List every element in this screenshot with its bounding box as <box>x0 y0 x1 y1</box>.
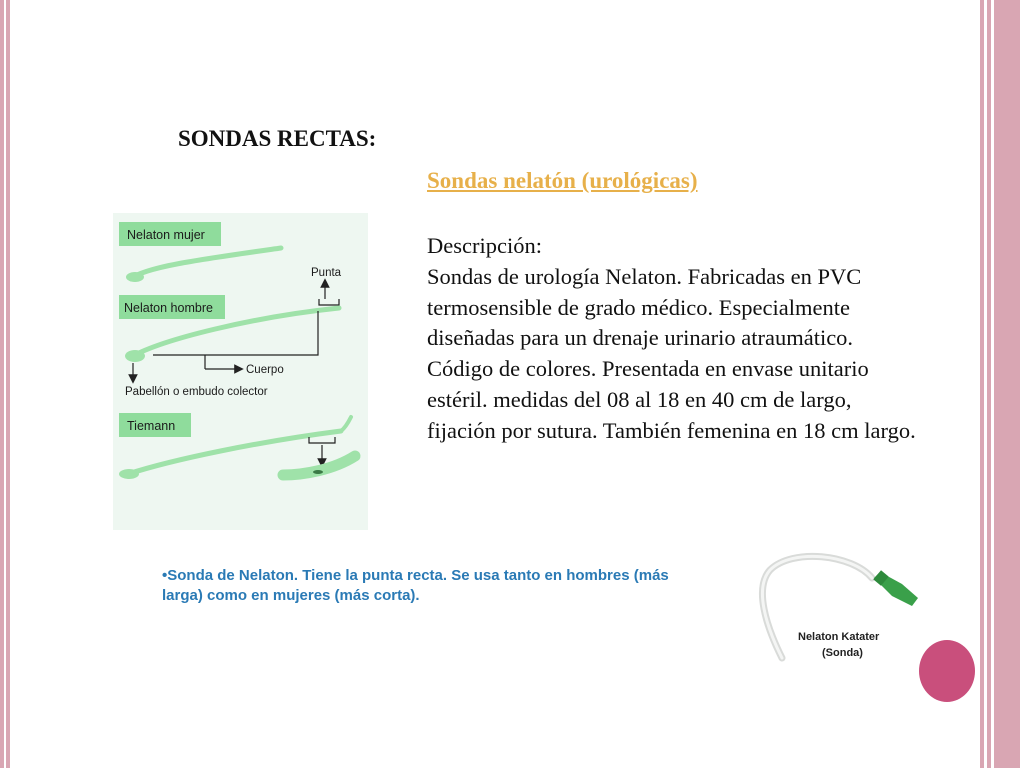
catheter-mujer <box>128 245 284 282</box>
catheter-tiemann <box>122 428 344 478</box>
description-label: Descripción: <box>427 233 542 258</box>
tag-nelaton-mujer <box>119 222 221 246</box>
tag-nelaton-hombre <box>119 295 225 319</box>
label-nelaton-mujer: Nelaton mujer <box>127 228 205 242</box>
photo-caption-1: Nelaton Katater <box>798 631 880 643</box>
label-punta: Punta <box>311 267 342 279</box>
bullet-note: •Sonda de Nelaton. Tiene la punta recta.… <box>162 567 669 604</box>
label-pabellon: Pabellón o embudo colector <box>125 386 268 398</box>
slide-subtitle: Sondas nelatón (urológicas) <box>427 168 698 193</box>
photo-caption-2: (Sonda) <box>822 647 863 659</box>
label-cuerpo: Cuerpo <box>246 364 284 376</box>
label-nelaton-hombre: Nelaton hombre <box>124 301 213 315</box>
catheter-hombre <box>128 305 342 360</box>
label-tiemann: Tiemann <box>127 419 175 433</box>
catheter-diagram: Nelaton mujer Punta Nelaton hombre Cuerp… <box>113 213 368 530</box>
description-text: Sondas de urología Nelaton. Fabricadas e… <box>427 263 916 443</box>
right-frame-border <box>976 0 1024 768</box>
left-frame-border <box>0 0 10 768</box>
catheter-photo: Nelaton Katater (Sonda) <box>752 544 924 672</box>
tag-tiemann <box>119 413 191 437</box>
slide-title: SONDAS RECTAS: <box>178 126 377 151</box>
description-block: Descripción: Sondas de urología Nelaton.… <box>427 231 917 447</box>
decorative-circle <box>919 640 975 702</box>
